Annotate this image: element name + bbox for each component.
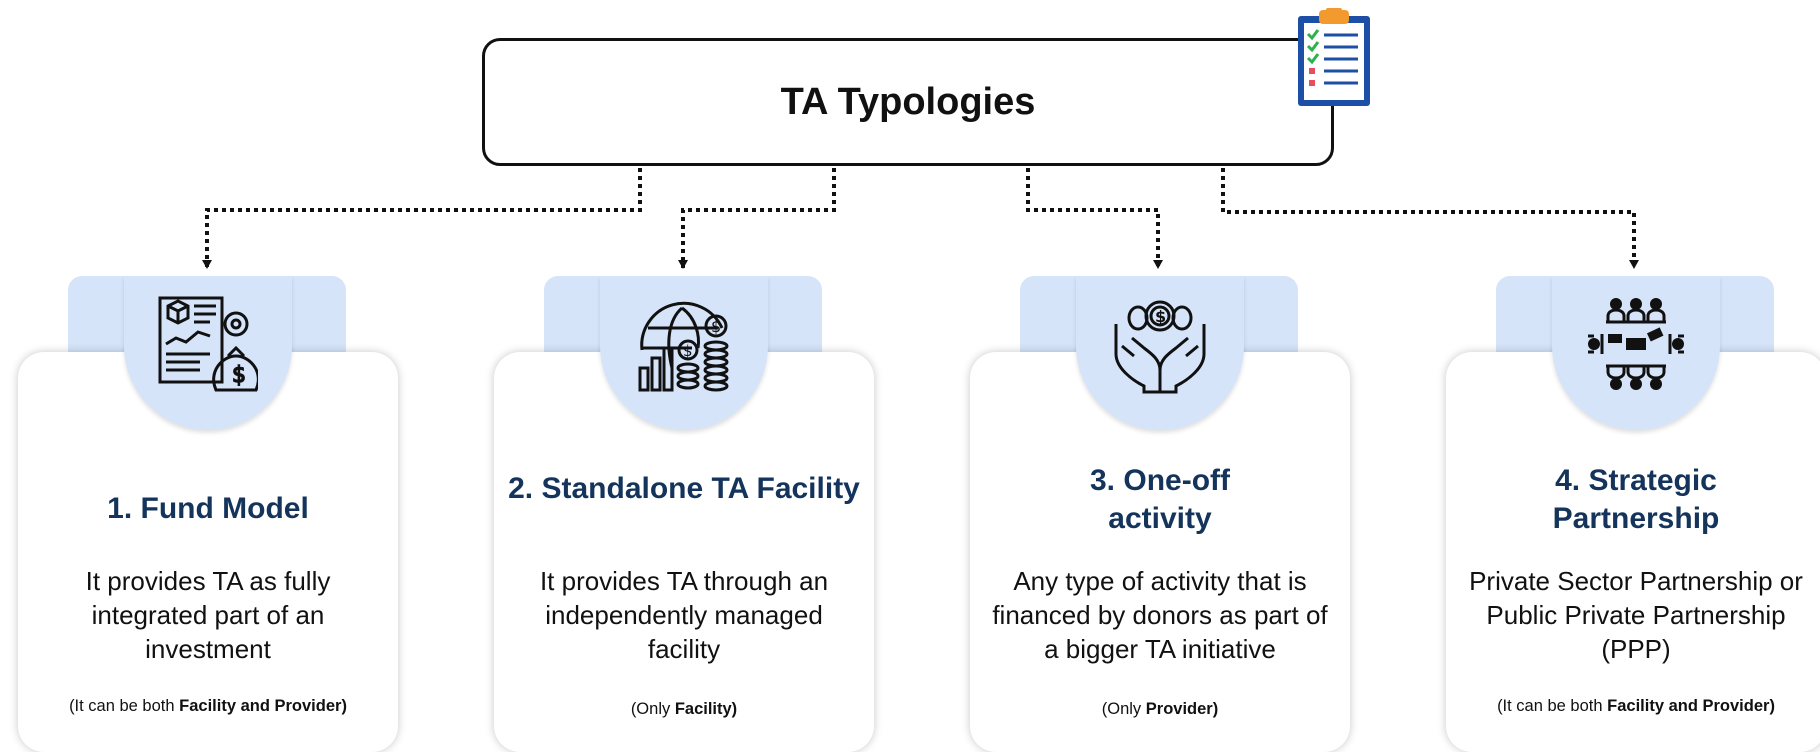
card-description: It provides TA through an independently …: [539, 566, 829, 664]
hands-holding-coins-icon: $: [1114, 300, 1206, 394]
connector-card-3: [1026, 168, 1163, 269]
card-one-off-activity: $ 3. One-off activity Any type of activi…: [970, 276, 1350, 752]
connector-card-4: [1221, 168, 1639, 269]
card-note: (Only Facility): [630, 700, 738, 718]
svg-text:$: $: [711, 317, 721, 336]
diagram-title: TA Typologies: [780, 80, 1036, 123]
svg-text:$: $: [683, 342, 693, 360]
card-heading: 4. Strategic Partnership: [1552, 464, 1720, 535]
clipboard-checklist-icon: [1298, 8, 1370, 106]
card-heading: 2. Standalone TA Facility: [508, 472, 860, 505]
svg-text:$: $: [1155, 307, 1166, 326]
icon-circle: [600, 276, 768, 430]
card-description: Any type of activity that is financed by…: [992, 566, 1328, 664]
title-box: TA Typologies: [482, 38, 1334, 166]
svg-text:$: $: [232, 363, 246, 388]
connector-card-1: [202, 168, 642, 269]
card-standalone-ta-facility: $ $ 2. Standalone TA Facility It provide…: [494, 276, 874, 752]
card-note: (Only Provider): [1101, 700, 1219, 718]
card-heading: 1. Fund Model: [107, 492, 309, 525]
card-note: (It can be both Facility and Provider): [69, 697, 347, 715]
globe-chart-coins-icon: $ $: [638, 301, 729, 392]
meeting-table-people-icon: [1588, 298, 1684, 390]
card-note: (It can be both Facility and Provider): [1497, 697, 1775, 715]
fund-documents-money-bag-icon: $: [158, 296, 258, 392]
connector-card-2: [678, 168, 836, 269]
card-strategic-partnership: 4. Strategic Partnership Private Sector …: [1446, 276, 1820, 752]
card-heading: 3. One-off activity: [1090, 464, 1230, 535]
card-fund-model: $ 1. Fund Model It provides TA as fully …: [18, 276, 398, 752]
card-description: Private Sector Partnership or Public Pri…: [1469, 566, 1803, 664]
card-description: It provides TA as fully integrated part …: [85, 566, 331, 664]
